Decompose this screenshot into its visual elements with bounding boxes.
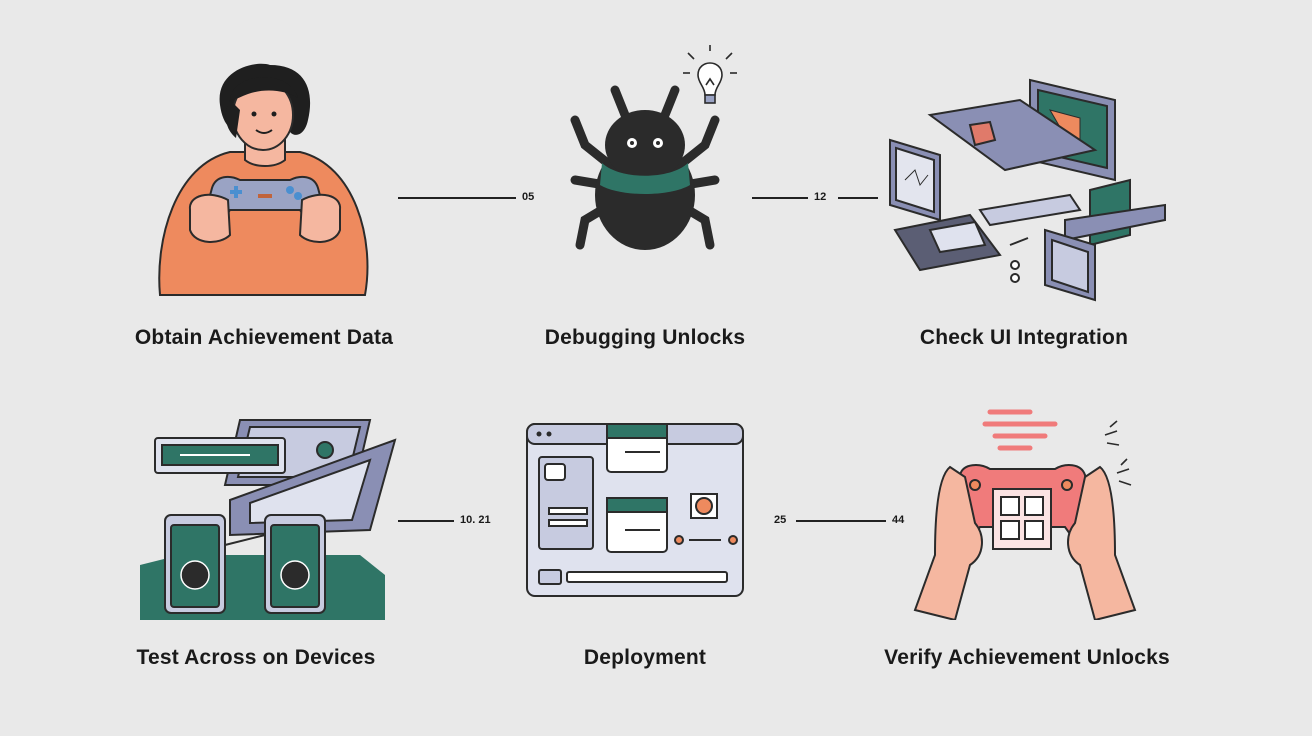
connector-number-4b: 44	[892, 514, 905, 526]
connector-number-3: 10. 21	[460, 514, 491, 526]
connector-line-4	[796, 520, 886, 522]
step-label-1: Obtain Achievement Data	[134, 326, 394, 349]
phones-and-screens-icon	[140, 419, 397, 620]
hands-with-handheld-console-icon	[913, 409, 1137, 620]
connector-line-1	[398, 197, 516, 199]
step-label-6: Verify Achievement Unlocks	[884, 646, 1170, 669]
app-window-icon	[526, 423, 744, 597]
connector-number-1: 05	[522, 191, 535, 203]
connector-number-2: 12	[814, 191, 827, 203]
step-label-5: Deployment	[583, 646, 707, 669]
connector-number-4a: 25	[774, 514, 787, 526]
person-with-gamepad-icon	[158, 63, 369, 296]
connector-line-3	[398, 520, 454, 522]
connector-line-2a	[752, 197, 808, 199]
step-label-3: Check UI Integration	[919, 326, 1129, 349]
bug-with-lightbulb-icon	[570, 45, 737, 250]
connector-line-2b	[838, 197, 878, 199]
step-label-4: Test Across on Devices	[136, 646, 376, 669]
step-label-2: Debugging Unlocks	[544, 326, 746, 349]
devices-ui-icon	[889, 78, 1166, 302]
